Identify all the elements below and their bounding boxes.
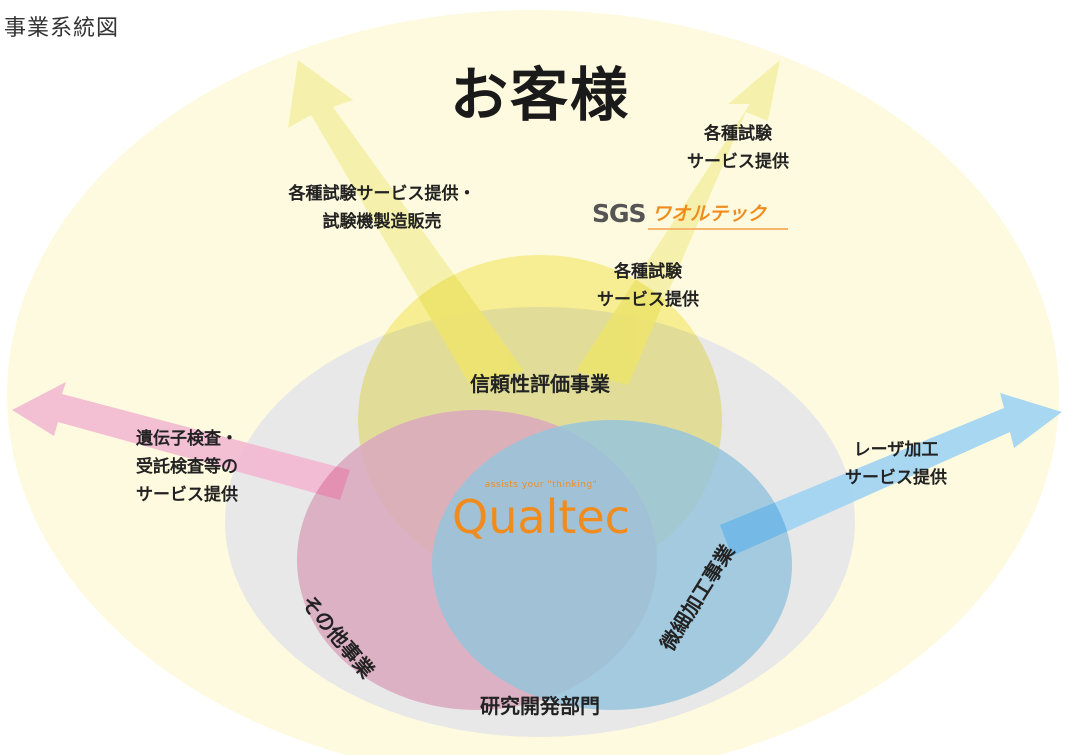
- qualtec-tagline: assists your "thinking": [484, 480, 598, 490]
- page-title: 事業系統図: [4, 16, 120, 41]
- upper-right-outer-line2: サービス提供: [687, 152, 789, 172]
- upper-left-arrow-label: 各種試験サービス提供・ 試験機製造販売: [262, 180, 502, 236]
- upper-right-inner-line2: サービス提供: [597, 290, 699, 310]
- right-label-line1: レーザ加工: [853, 440, 939, 460]
- microfabrication-circle: [432, 420, 792, 710]
- left-label-line3: サービス提供: [136, 485, 238, 505]
- upper-right-inner-line1: 各種試験: [614, 262, 682, 282]
- rnd-label: 研究開発部門: [480, 694, 600, 718]
- reliability-circle-label: 信頼性評価事業: [470, 372, 610, 396]
- upper-right-inner-label: 各種試験 サービス提供: [578, 258, 718, 314]
- sgs-logo-main: SGS: [592, 199, 647, 228]
- upper-right-outer-line1: 各種試験: [704, 124, 772, 144]
- left-label-line1: 遺伝子検査・: [136, 429, 238, 449]
- upper-left-label-line1: 各種試験サービス提供・: [288, 184, 476, 204]
- sgs-logo-underline: [648, 228, 788, 230]
- sgs-waltech-logo: SGS ワオルテック: [592, 197, 792, 231]
- customers-title: お客様: [449, 61, 630, 129]
- left-arrow-label: 遺伝子検査・ 受託検査等の サービス提供: [112, 425, 262, 509]
- upper-left-label-line2: 試験機製造販売: [322, 212, 442, 232]
- left-label-line2: 受託検査等の: [136, 457, 238, 477]
- sgs-logo-sub: ワオルテック: [652, 203, 767, 225]
- qualtec-name: Qualtec: [452, 490, 630, 544]
- arrow-left: [12, 382, 350, 500]
- upper-right-outer-label: 各種試験 サービス提供: [668, 120, 808, 176]
- right-arrow-label: レーザ加工 サービス提供: [826, 436, 966, 492]
- right-label-line2: サービス提供: [845, 468, 947, 488]
- qualtec-logo: assists your "thinking" Qualtec: [436, 480, 646, 542]
- arrow-right: [720, 393, 1062, 556]
